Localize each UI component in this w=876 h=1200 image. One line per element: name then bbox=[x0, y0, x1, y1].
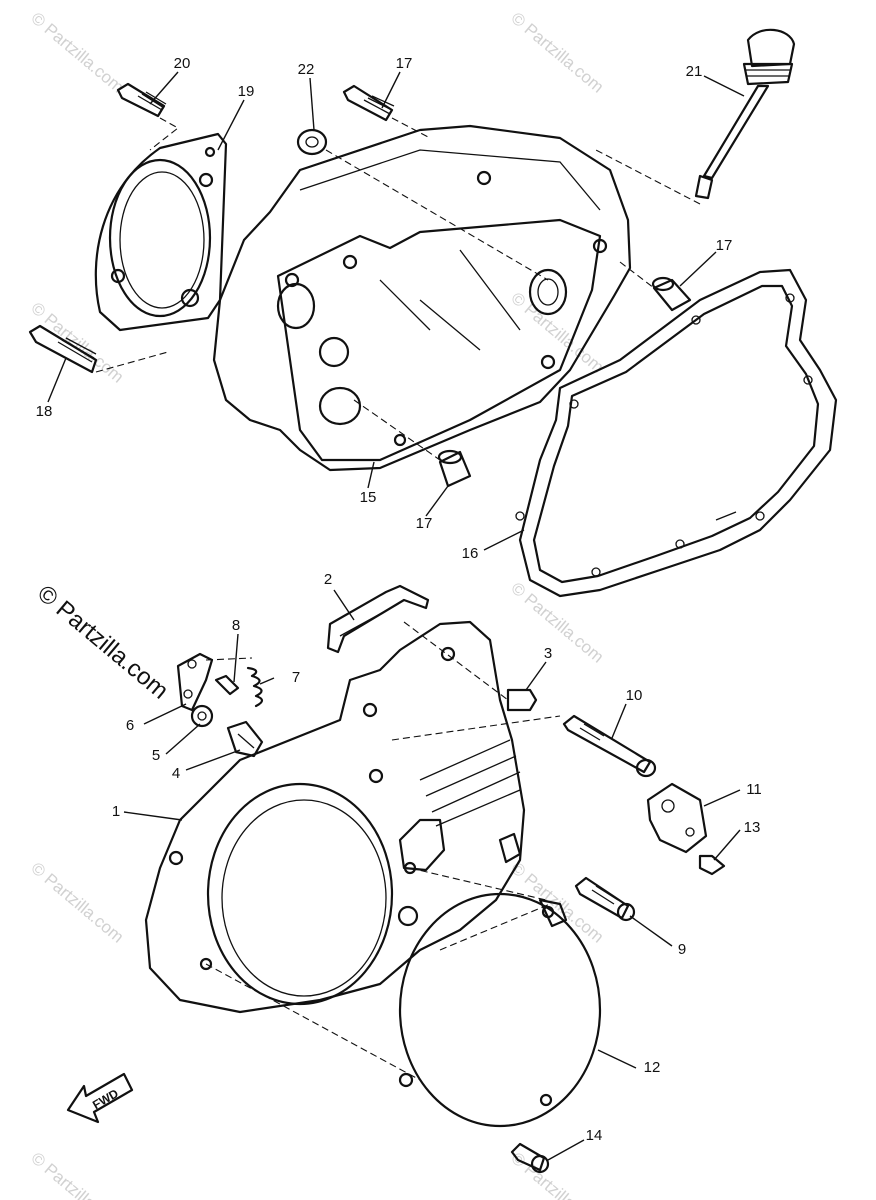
callout-15: 15 bbox=[360, 489, 377, 506]
callout-9: 9 bbox=[678, 941, 686, 958]
watermark-text: © Partzilla.com bbox=[27, 859, 127, 947]
callout-11: 11 bbox=[746, 781, 762, 798]
watermark-text: © Partzilla.com bbox=[27, 1149, 127, 1200]
callout-labels: 20 19 22 17 21 17 18 15 17 16 2 3 8 7 6 … bbox=[36, 55, 762, 1144]
callout-2: 2 bbox=[324, 571, 332, 588]
callout-3: 3 bbox=[544, 645, 552, 662]
callout-17-lower: 17 bbox=[416, 515, 433, 532]
part-16-gasket bbox=[515, 268, 838, 598]
part-17-dowel-upper bbox=[651, 276, 692, 312]
callout-5: 5 bbox=[152, 747, 160, 764]
part-21-bolt bbox=[116, 82, 167, 118]
part-22-filler-plug bbox=[694, 28, 796, 200]
part-14-screw bbox=[510, 1142, 550, 1174]
watermark-layer: © Partzilla.com © Partzilla.com © Partzi… bbox=[27, 9, 607, 1200]
callout-17-upper: 17 bbox=[716, 237, 733, 254]
watermark-text: © Partzilla.com bbox=[507, 9, 607, 97]
callout-10: 10 bbox=[626, 687, 643, 704]
watermark-text: © Partzilla.com bbox=[27, 9, 127, 97]
part-7-spring bbox=[246, 666, 264, 708]
part-8-pin bbox=[214, 674, 240, 696]
callout-18: 17 bbox=[396, 55, 413, 72]
part-9-bolt bbox=[574, 876, 636, 922]
callout-13: 13 bbox=[744, 819, 761, 836]
part-1-clutch-cover bbox=[144, 620, 526, 1014]
watermark-text: © Partzilla.com bbox=[27, 299, 127, 387]
part-20-small-cover bbox=[94, 132, 228, 332]
callout-14: 14 bbox=[586, 1127, 603, 1144]
callout-21: 20 bbox=[174, 55, 191, 72]
part-11-block bbox=[646, 782, 708, 854]
part-10-bolt bbox=[562, 714, 657, 778]
callout-19: 18 bbox=[36, 403, 53, 420]
part-6-plate bbox=[176, 652, 214, 712]
callout-16: 16 bbox=[462, 545, 479, 562]
watermark-main-text: © Partzilla.com bbox=[32, 580, 173, 705]
callout-12: 12 bbox=[644, 1059, 661, 1076]
callout-4: 4 bbox=[172, 765, 180, 782]
callout-23: 22 bbox=[298, 61, 315, 78]
part-4-fitting bbox=[226, 720, 264, 758]
callout-7: 7 bbox=[292, 669, 300, 686]
part-5-washer bbox=[190, 704, 214, 728]
callout-6: 6 bbox=[126, 717, 134, 734]
part-12-round-cover bbox=[398, 892, 602, 1128]
part-18-bolt bbox=[342, 84, 395, 122]
part-23-bushing bbox=[296, 128, 328, 156]
callout-22: 21 bbox=[686, 63, 703, 80]
part-13-screw bbox=[698, 854, 726, 876]
callout-1: 1 bbox=[112, 803, 120, 820]
callout-20: 19 bbox=[238, 83, 255, 100]
part-2-bracket bbox=[326, 584, 430, 654]
part-15-crankcase-cover bbox=[212, 124, 632, 472]
part-19-bolt bbox=[28, 324, 98, 374]
watermark-text: © Partzilla.com bbox=[507, 1149, 607, 1200]
part-3-pin bbox=[506, 688, 538, 712]
callout-8: 8 bbox=[232, 617, 240, 634]
leader-lines bbox=[47, 71, 745, 1161]
part-17-dowel-lower bbox=[437, 449, 472, 488]
fwd-direction-marker: FWD bbox=[66, 1072, 134, 1124]
